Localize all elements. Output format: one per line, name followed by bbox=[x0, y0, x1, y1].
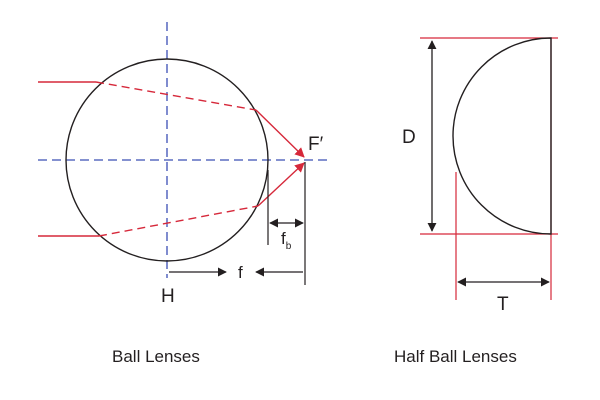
back-focal-length-label: fb bbox=[281, 229, 292, 252]
ball-lens-circle bbox=[65, 58, 269, 262]
half-ball-lens-outline bbox=[452, 37, 552, 235]
refracted-ray-top bbox=[95, 81, 257, 111]
exit-ray-bottom bbox=[257, 162, 305, 207]
half-ball-lens-figure: D T Half Ball Lenses bbox=[394, 37, 558, 366]
refracted-ray-bottom bbox=[98, 205, 259, 237]
focal-point-label: F′ bbox=[308, 134, 324, 155]
ball-lens-figure: F′ fb f H Ball Lenses bbox=[38, 22, 330, 366]
diameter-label: D bbox=[402, 127, 416, 148]
half-ball-lens-caption: Half Ball Lenses bbox=[394, 347, 517, 366]
thickness-label: T bbox=[497, 294, 509, 315]
focal-length-label: f bbox=[238, 263, 243, 282]
principal-plane-label: H bbox=[161, 286, 175, 307]
ball-lens-caption: Ball Lenses bbox=[112, 347, 200, 366]
exit-ray-top bbox=[255, 109, 305, 158]
